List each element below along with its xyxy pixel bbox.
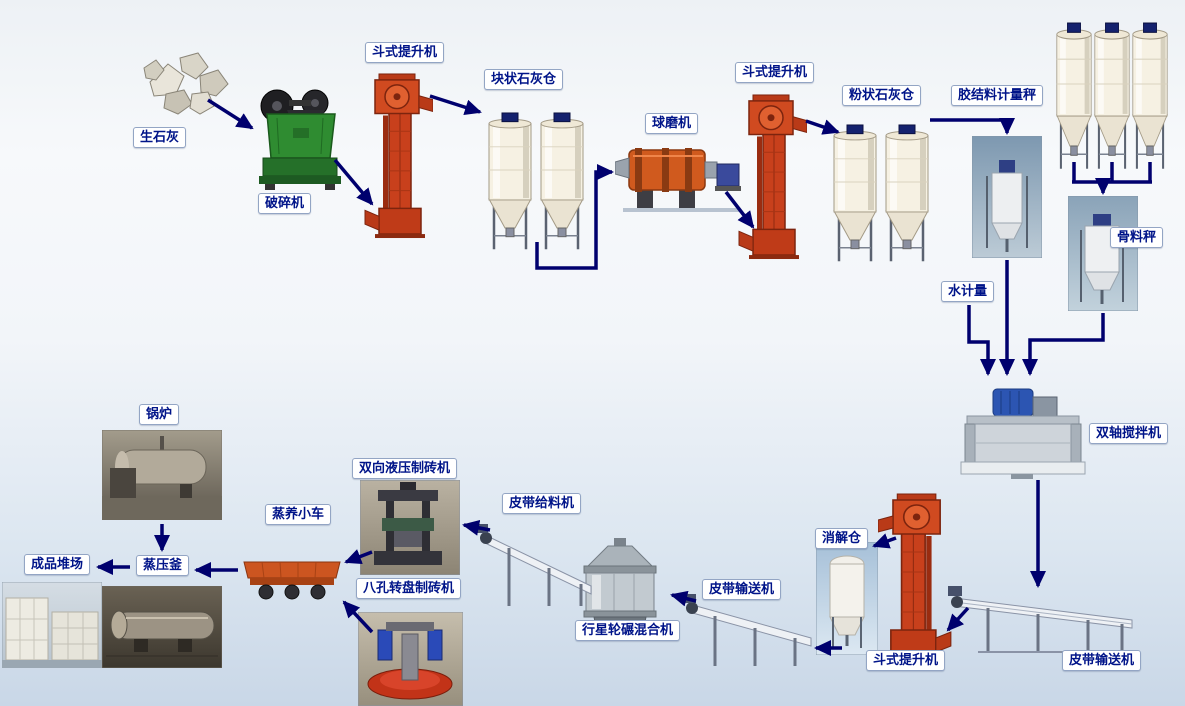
product-yard-image	[2, 582, 102, 668]
label-finished-product-yard: 成品堆场	[24, 554, 91, 575]
label-rotary-brick-machine: 八孔转盘制砖机	[356, 578, 462, 599]
sand-silos-image	[1056, 22, 1168, 171]
label-steam-curing-trolley: 蒸养小车	[265, 504, 332, 525]
aggregate-scale-image	[1068, 196, 1138, 311]
steam-trolley-image	[243, 561, 341, 600]
label-belt-feeder: 皮带给料机	[502, 493, 582, 514]
label-quicklime: 生石灰	[133, 127, 187, 148]
label-belt-conveyor-2: 皮带输送机	[702, 579, 782, 600]
bucket-elevator-2-image	[738, 94, 807, 260]
label-water-metering: 水计量	[941, 281, 995, 302]
rotary-brick-machine-image	[358, 612, 463, 706]
label-binder-metering-scale: 胶结料计量秤	[951, 85, 1044, 106]
label-aggregate-scale: 骨料秤	[1110, 227, 1164, 248]
label-boiler: 锅炉	[139, 404, 180, 425]
label-ball-mill: 球磨机	[645, 113, 699, 134]
digestion-silo-image	[816, 542, 878, 655]
belt-feeder-image	[475, 524, 592, 606]
label-belt-conveyor-1: 皮带输送机	[1062, 650, 1142, 671]
boiler-image	[102, 430, 222, 520]
label-digestion-silo: 消解仓	[815, 528, 869, 549]
label-bucket-elevator-1: 斗式提升机	[365, 42, 445, 63]
jaw-crusher-image	[259, 89, 341, 190]
label-double-shaft-mixer: 双轴搅拌机	[1089, 423, 1169, 444]
bucket-elevator-1-image	[364, 73, 433, 239]
double-shaft-mixer-image	[960, 388, 1086, 479]
autoclave-image	[102, 586, 222, 668]
powder-lime-silos-image	[833, 124, 929, 263]
belt-conveyor-1-image	[948, 586, 1133, 653]
hydraulic-brick-machine-image	[360, 480, 460, 575]
ball-mill-image	[615, 148, 741, 212]
label-planetary-mixer: 行星轮碾混合机	[575, 620, 681, 641]
label-bucket-elevator-2: 斗式提升机	[735, 62, 815, 83]
binder-scale-image	[972, 136, 1042, 258]
lump-lime-silos-image	[488, 112, 584, 251]
label-crusher: 破碎机	[258, 193, 312, 214]
label-bucket-elevator-3: 斗式提升机	[866, 650, 946, 671]
label-lump-lime-silo: 块状石灰仓	[484, 69, 564, 90]
label-hydraulic-brick-machine: 双向液压制砖机	[352, 458, 458, 479]
label-autoclave: 蒸压釜	[136, 555, 190, 576]
bucket-elevator-3-image	[878, 493, 952, 661]
quicklime-stones-image	[143, 52, 229, 115]
label-powder-lime-silo: 粉状石灰仓	[842, 85, 922, 106]
